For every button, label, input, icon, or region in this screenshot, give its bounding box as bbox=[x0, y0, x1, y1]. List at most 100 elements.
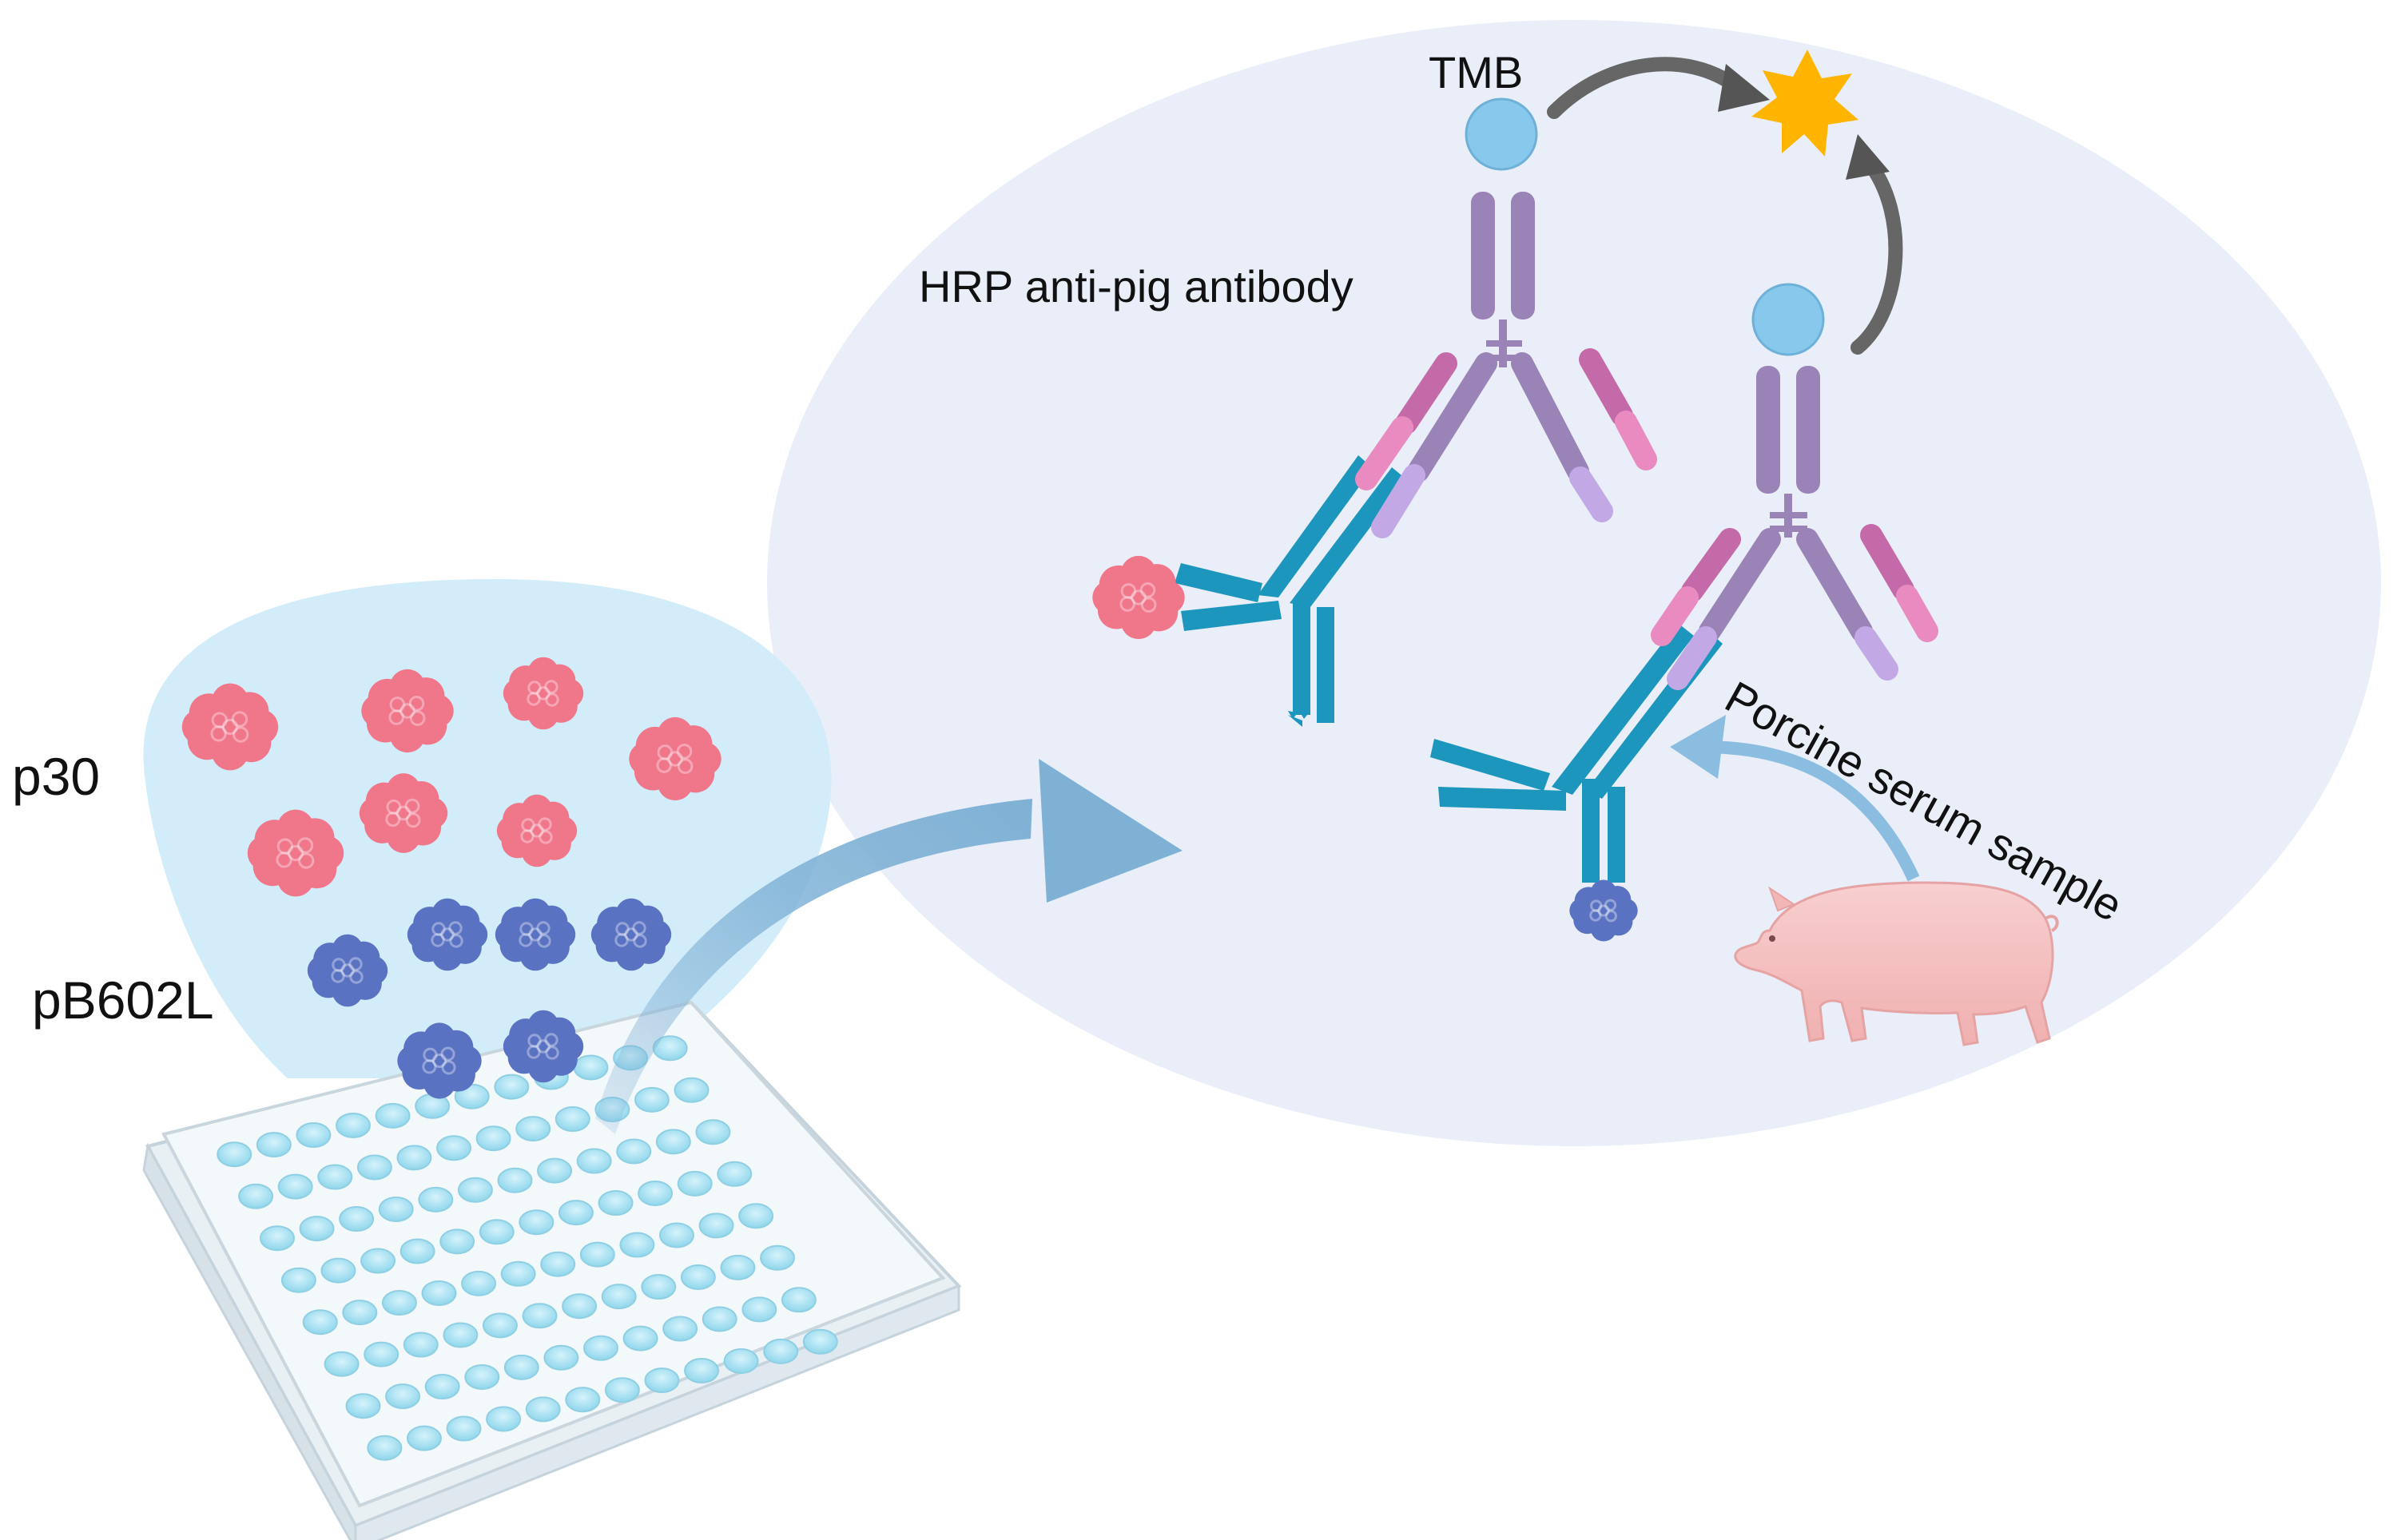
plate-well bbox=[558, 1200, 594, 1226]
plate-well bbox=[720, 1254, 756, 1280]
well-zoom-cone bbox=[143, 579, 832, 1078]
hrp-bead-left bbox=[1465, 97, 1538, 171]
plate-well bbox=[698, 1213, 734, 1239]
plate-well bbox=[601, 1284, 637, 1310]
plate-well bbox=[457, 1177, 493, 1203]
pb602l-protein bbox=[397, 1022, 482, 1099]
plate-well bbox=[381, 1290, 417, 1316]
elisa-plate-icon bbox=[142, 1000, 962, 1540]
pb602l-protein bbox=[407, 898, 488, 971]
plate-well bbox=[658, 1222, 694, 1248]
plate-well bbox=[439, 1228, 475, 1255]
plate-well bbox=[622, 1325, 658, 1351]
plate-well bbox=[695, 1119, 731, 1145]
plate-well bbox=[356, 1154, 392, 1181]
plate-well bbox=[406, 1425, 442, 1451]
tmb-reaction-arrow bbox=[1547, 57, 1745, 119]
pb602l-protein bbox=[503, 1010, 584, 1083]
hrp-antibody-left bbox=[1355, 97, 1657, 538]
zoom-ellipse bbox=[767, 20, 2381, 1146]
pb602l-protein bbox=[495, 898, 576, 971]
plate-well bbox=[500, 1260, 536, 1287]
plate-well bbox=[616, 1138, 652, 1165]
plate-well bbox=[479, 1219, 515, 1245]
p30-protein bbox=[247, 809, 344, 897]
zoom-flow-arrow bbox=[595, 799, 1032, 1134]
plate-well bbox=[217, 1141, 252, 1168]
plate-well bbox=[482, 1312, 518, 1339]
tmb-label: TMB bbox=[1429, 47, 1523, 97]
plate-well bbox=[296, 1122, 332, 1149]
plate-well bbox=[638, 1180, 674, 1206]
plate-well bbox=[277, 1173, 313, 1200]
plate-well bbox=[486, 1406, 522, 1432]
plate-well bbox=[763, 1338, 799, 1364]
pb602l-protein bbox=[307, 934, 388, 1007]
plate-well bbox=[662, 1316, 698, 1342]
plate-well bbox=[317, 1164, 353, 1190]
pig-icon bbox=[1734, 881, 2059, 1046]
plate-well bbox=[537, 1157, 573, 1184]
plate-well bbox=[522, 1303, 558, 1329]
plate-wells bbox=[217, 1035, 838, 1461]
plate-well bbox=[446, 1415, 482, 1442]
plate-well bbox=[634, 1086, 670, 1113]
plate-well bbox=[674, 1077, 710, 1103]
plate-well bbox=[461, 1270, 497, 1296]
plate-well bbox=[723, 1348, 759, 1374]
plate-well bbox=[497, 1167, 533, 1193]
plate-well bbox=[299, 1216, 335, 1242]
plate-well bbox=[378, 1196, 414, 1222]
plate-well bbox=[582, 1335, 618, 1361]
plate-well bbox=[543, 1344, 579, 1371]
hrp-antibody-right bbox=[1651, 283, 1938, 690]
p30-protein bbox=[361, 669, 454, 753]
plate-well bbox=[464, 1363, 500, 1390]
plate-well bbox=[302, 1309, 338, 1336]
plate-well bbox=[320, 1257, 356, 1284]
hrp-antibody-label: HRP anti-pig antibody bbox=[919, 261, 1354, 312]
p30-protein bbox=[629, 716, 721, 801]
hrp-arrowhead bbox=[1846, 134, 1890, 180]
plate-well bbox=[655, 1129, 691, 1155]
serum-arrowhead bbox=[1670, 715, 1726, 779]
plate-well bbox=[619, 1232, 655, 1258]
plate-well bbox=[400, 1238, 435, 1264]
plate-well bbox=[598, 1190, 634, 1217]
plate-well bbox=[781, 1287, 817, 1313]
plate-well bbox=[519, 1209, 555, 1236]
plate-well bbox=[375, 1102, 411, 1129]
p30-protein bbox=[503, 657, 584, 730]
plate-well bbox=[345, 1393, 381, 1419]
plate-well bbox=[738, 1203, 774, 1229]
hrp-bead-right bbox=[1751, 283, 1825, 356]
antibody-complex-right bbox=[1430, 283, 1938, 942]
plate-well bbox=[680, 1264, 716, 1290]
plate-well bbox=[760, 1244, 796, 1271]
plate-well bbox=[525, 1396, 561, 1423]
plate-well bbox=[238, 1183, 274, 1209]
plate-well bbox=[424, 1374, 460, 1400]
plate-well bbox=[443, 1322, 479, 1348]
plate-well bbox=[335, 1112, 371, 1138]
hrp-reaction-arrow bbox=[1850, 157, 1903, 355]
zoom-flow-arrowhead bbox=[1039, 759, 1183, 903]
plate-well bbox=[677, 1170, 713, 1197]
p30-protein bbox=[1092, 555, 1185, 640]
plate-well bbox=[644, 1367, 680, 1394]
plate-well bbox=[555, 1106, 590, 1133]
p30-protein bbox=[181, 683, 279, 771]
plate-well bbox=[604, 1377, 640, 1403]
plate-well bbox=[436, 1135, 472, 1161]
plate-well bbox=[403, 1332, 439, 1358]
plate-well bbox=[503, 1354, 539, 1380]
plate-well bbox=[684, 1358, 720, 1384]
plate-well bbox=[475, 1125, 511, 1152]
pb602l-bound-antigen bbox=[1569, 879, 1638, 942]
serum-flow-arrow bbox=[1701, 740, 1920, 882]
coated-antigens bbox=[181, 657, 721, 1099]
plate-well bbox=[259, 1225, 295, 1252]
tmb-arrowhead bbox=[1718, 64, 1770, 112]
plate-well bbox=[280, 1267, 316, 1293]
